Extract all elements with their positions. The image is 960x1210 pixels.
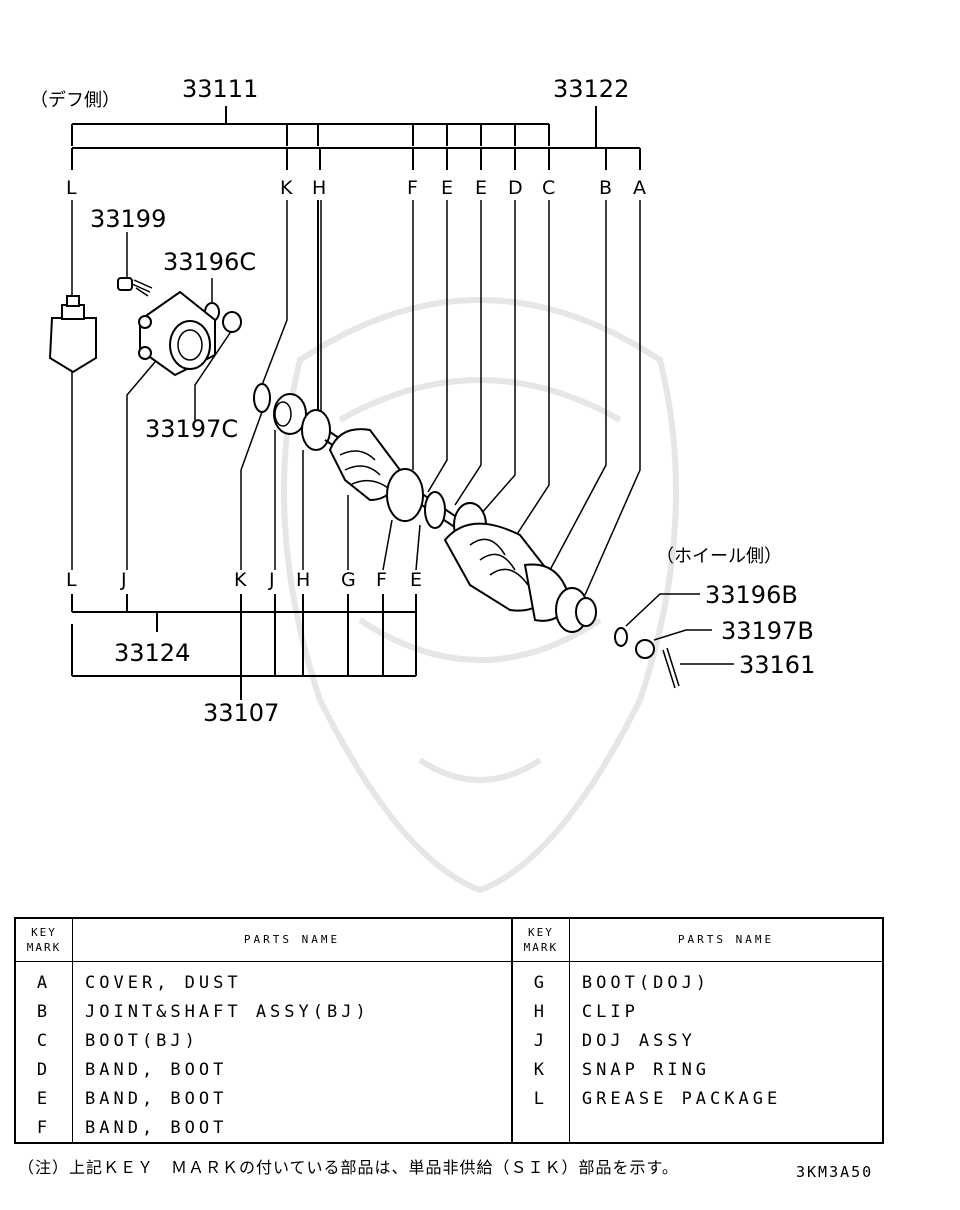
- key-mark-header: KEY MARK: [14, 917, 73, 962]
- top-key-C: C: [542, 177, 555, 199]
- bracket-33107: [71, 594, 417, 700]
- part-number-33197C: 33197C: [145, 415, 238, 443]
- bottom-key-L: L: [66, 569, 77, 591]
- cotter-pin-icon: [662, 647, 680, 689]
- table-row: C BOOT(BJ) J DOJ ASSY: [15, 1026, 883, 1055]
- top-key-A: A: [633, 177, 646, 199]
- key-mark-cell: L: [510, 1084, 570, 1113]
- part-name-cell: CLIP: [581, 1001, 639, 1022]
- leader-33197B: [653, 629, 712, 641]
- nut-icon: [222, 311, 242, 333]
- key-mark-header-right: KEY MARK: [510, 917, 570, 962]
- table-row: E BAND, BOOT L GREASE PACKAGE: [15, 1084, 883, 1113]
- footnote: （注）上記ＫＥＹ ＭＡＲＫの付いている部品は、単品非供給（ＳＩＫ）部品を示す。: [18, 1158, 679, 1177]
- key-mark-header-line1: KEY: [527, 926, 554, 939]
- parts-table: KEY MARK PARTS NAME KEY MARK PARTS NAME …: [14, 917, 884, 1144]
- part-number-33122: 33122: [553, 75, 629, 103]
- part-number-33107: 33107: [203, 699, 279, 727]
- part-name-cell: BOOT(BJ): [85, 1030, 199, 1051]
- key-mark-cell: D: [15, 1055, 73, 1084]
- grease-package-icon: [48, 295, 97, 374]
- part-number-33197B: 33197B: [721, 617, 814, 645]
- bottom-key-G: G: [341, 569, 356, 591]
- part-name-cell: JOINT&SHAFT ASSY(BJ): [85, 1001, 370, 1022]
- key-mark-cell: E: [15, 1084, 73, 1113]
- exploded-parts-diagram: （デフ側） （ホイール側） 33111 33122 L K H F: [30, 75, 815, 894]
- washer-b-icon: [614, 627, 628, 647]
- top-key-F: F: [407, 177, 418, 199]
- part-name-cell: BAND, BOOT: [85, 1117, 228, 1138]
- doj-housing-icon: [138, 290, 216, 377]
- part-number-33196B: 33196B: [705, 581, 798, 609]
- part-name-cell: DOJ ASSY: [581, 1030, 696, 1051]
- bottom-key-K: K: [234, 569, 247, 591]
- part-name-cell: SNAP RING: [581, 1059, 711, 1080]
- top-key-letters: L K H F E E D C B A: [66, 177, 646, 199]
- table-header-row: KEY MARK PARTS NAME KEY MARK PARTS NAME: [14, 917, 884, 962]
- inner-race-icon: [273, 393, 307, 435]
- bolt-icon: [117, 277, 153, 297]
- key-mark-header-line1: KEY: [31, 926, 57, 939]
- table-row: F BAND, BOOT: [15, 1113, 883, 1143]
- watermark-emblem: [281, 297, 679, 894]
- top-key-H: H: [312, 177, 326, 199]
- doj-boot-icon: [328, 428, 402, 502]
- bracket-33122: [71, 106, 641, 170]
- parts-name-header-right: PARTS NAME: [568, 917, 884, 962]
- key-mark-cell: G: [510, 961, 570, 997]
- key-mark-cell: [510, 1113, 570, 1143]
- key-mark-cell: H: [510, 997, 570, 1026]
- part-name-cell: BAND, BOOT: [85, 1059, 228, 1080]
- part-number-33199: 33199: [90, 205, 166, 233]
- snap-ring-icon: [253, 383, 271, 413]
- clip-icon: [301, 409, 331, 451]
- band-boot-F-icon: [386, 468, 424, 522]
- part-name-cell: [569, 1113, 883, 1143]
- key-mark-header-line2: MARK: [26, 941, 62, 954]
- top-leader-lines: [71, 200, 641, 596]
- table-row: B JOINT&SHAFT ASSY(BJ) H CLIP: [15, 997, 883, 1026]
- wheel-side-label: （ホイール側）: [656, 546, 782, 567]
- leader-33196B: [625, 593, 700, 627]
- top-key-K: K: [280, 177, 293, 199]
- part-number-33196C: 33196C: [163, 248, 256, 276]
- parts-name-header: PARTS NAME: [71, 917, 513, 962]
- nut-b-icon: [635, 639, 655, 659]
- part-name-cell: GREASE PACKAGE: [581, 1088, 782, 1109]
- key-mark-cell: K: [510, 1055, 570, 1084]
- key-mark-cell: F: [15, 1113, 73, 1143]
- part-number-33111: 33111: [182, 75, 258, 103]
- part-name-cell: BAND, BOOT: [85, 1088, 228, 1109]
- part-name-cell: COVER, DUST: [85, 972, 242, 993]
- bracket-33111: [71, 106, 550, 146]
- key-mark-cell: A: [15, 961, 73, 997]
- top-key-B: B: [599, 177, 612, 199]
- dust-cover-icon: [575, 597, 597, 627]
- part-name-cell: BOOT(DOJ): [581, 972, 711, 993]
- top-key-E1: E: [441, 177, 453, 199]
- drawing-code: 3KM3A50: [796, 1163, 874, 1181]
- bottom-key-F: F: [376, 569, 387, 591]
- key-mark-cell: C: [15, 1026, 73, 1055]
- table-row: D BAND, BOOT K SNAP RING: [15, 1055, 883, 1084]
- top-key-L: L: [66, 177, 77, 199]
- top-key-E2: E: [475, 177, 487, 199]
- diff-side-label: （デフ側）: [30, 90, 120, 111]
- bottom-key-E: E: [410, 569, 422, 591]
- bracket-33124: [71, 594, 416, 632]
- band-boot-E-icon: [424, 491, 446, 529]
- key-mark-header-line2: MARK: [523, 941, 559, 954]
- bottom-key-J1: J: [120, 569, 127, 591]
- top-key-D: D: [508, 177, 523, 199]
- bottom-key-letters: L J K J H G F E: [66, 569, 422, 591]
- key-mark-cell: B: [15, 997, 73, 1026]
- bottom-key-J2: J: [268, 569, 275, 591]
- table-row: A COVER, DUST G BOOT(DOJ): [15, 961, 883, 997]
- part-number-33124: 33124: [114, 639, 190, 667]
- leader-J: [126, 361, 156, 570]
- bottom-key-H: H: [296, 569, 310, 591]
- part-number-33161: 33161: [739, 651, 815, 679]
- key-mark-cell: J: [510, 1026, 570, 1055]
